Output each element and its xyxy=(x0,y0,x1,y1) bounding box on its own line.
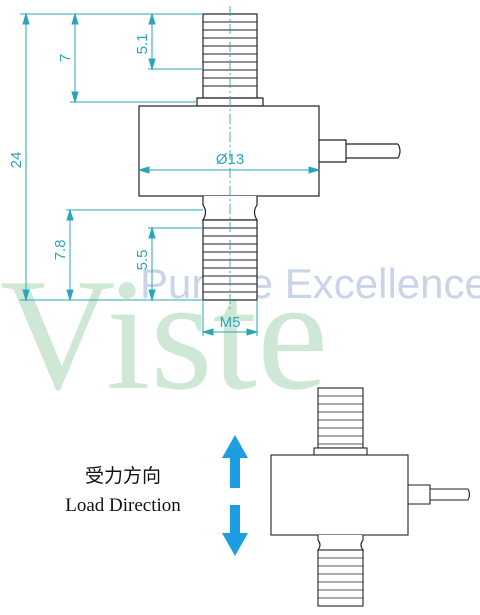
dim-bottom-thread: 5.5 xyxy=(134,250,151,271)
watermark-slogan: Pursue Excellence xyxy=(140,260,480,307)
watermark-brand: Viste xyxy=(0,245,328,423)
dim-total-height: 24 xyxy=(8,152,25,169)
small-bottom-stud xyxy=(317,549,364,607)
dim-top-length: 7 xyxy=(57,54,74,62)
load-direction-arrows xyxy=(222,435,248,556)
dimension-lines xyxy=(20,12,321,336)
caption-chinese: 受力方向 xyxy=(85,465,161,487)
small-neck xyxy=(316,535,365,551)
dim-top-thread: 5.1 xyxy=(134,34,151,55)
small-body xyxy=(270,454,409,536)
caption-english: Load Direction xyxy=(65,495,181,516)
small-cable-gland xyxy=(408,484,431,505)
dim-bottom-length: 7.8 xyxy=(52,240,69,261)
small-collar xyxy=(313,447,368,456)
arrow-down-icon xyxy=(222,505,248,556)
dim-body-diameter: Ø13 xyxy=(216,151,244,168)
dim-thread-size: M5 xyxy=(220,314,241,331)
cable-gland xyxy=(319,139,347,163)
small-top-stud xyxy=(317,387,364,449)
cable xyxy=(346,143,401,159)
arrow-up-icon xyxy=(222,435,248,488)
small-cable xyxy=(430,488,471,501)
sensor-side-view xyxy=(270,387,471,607)
